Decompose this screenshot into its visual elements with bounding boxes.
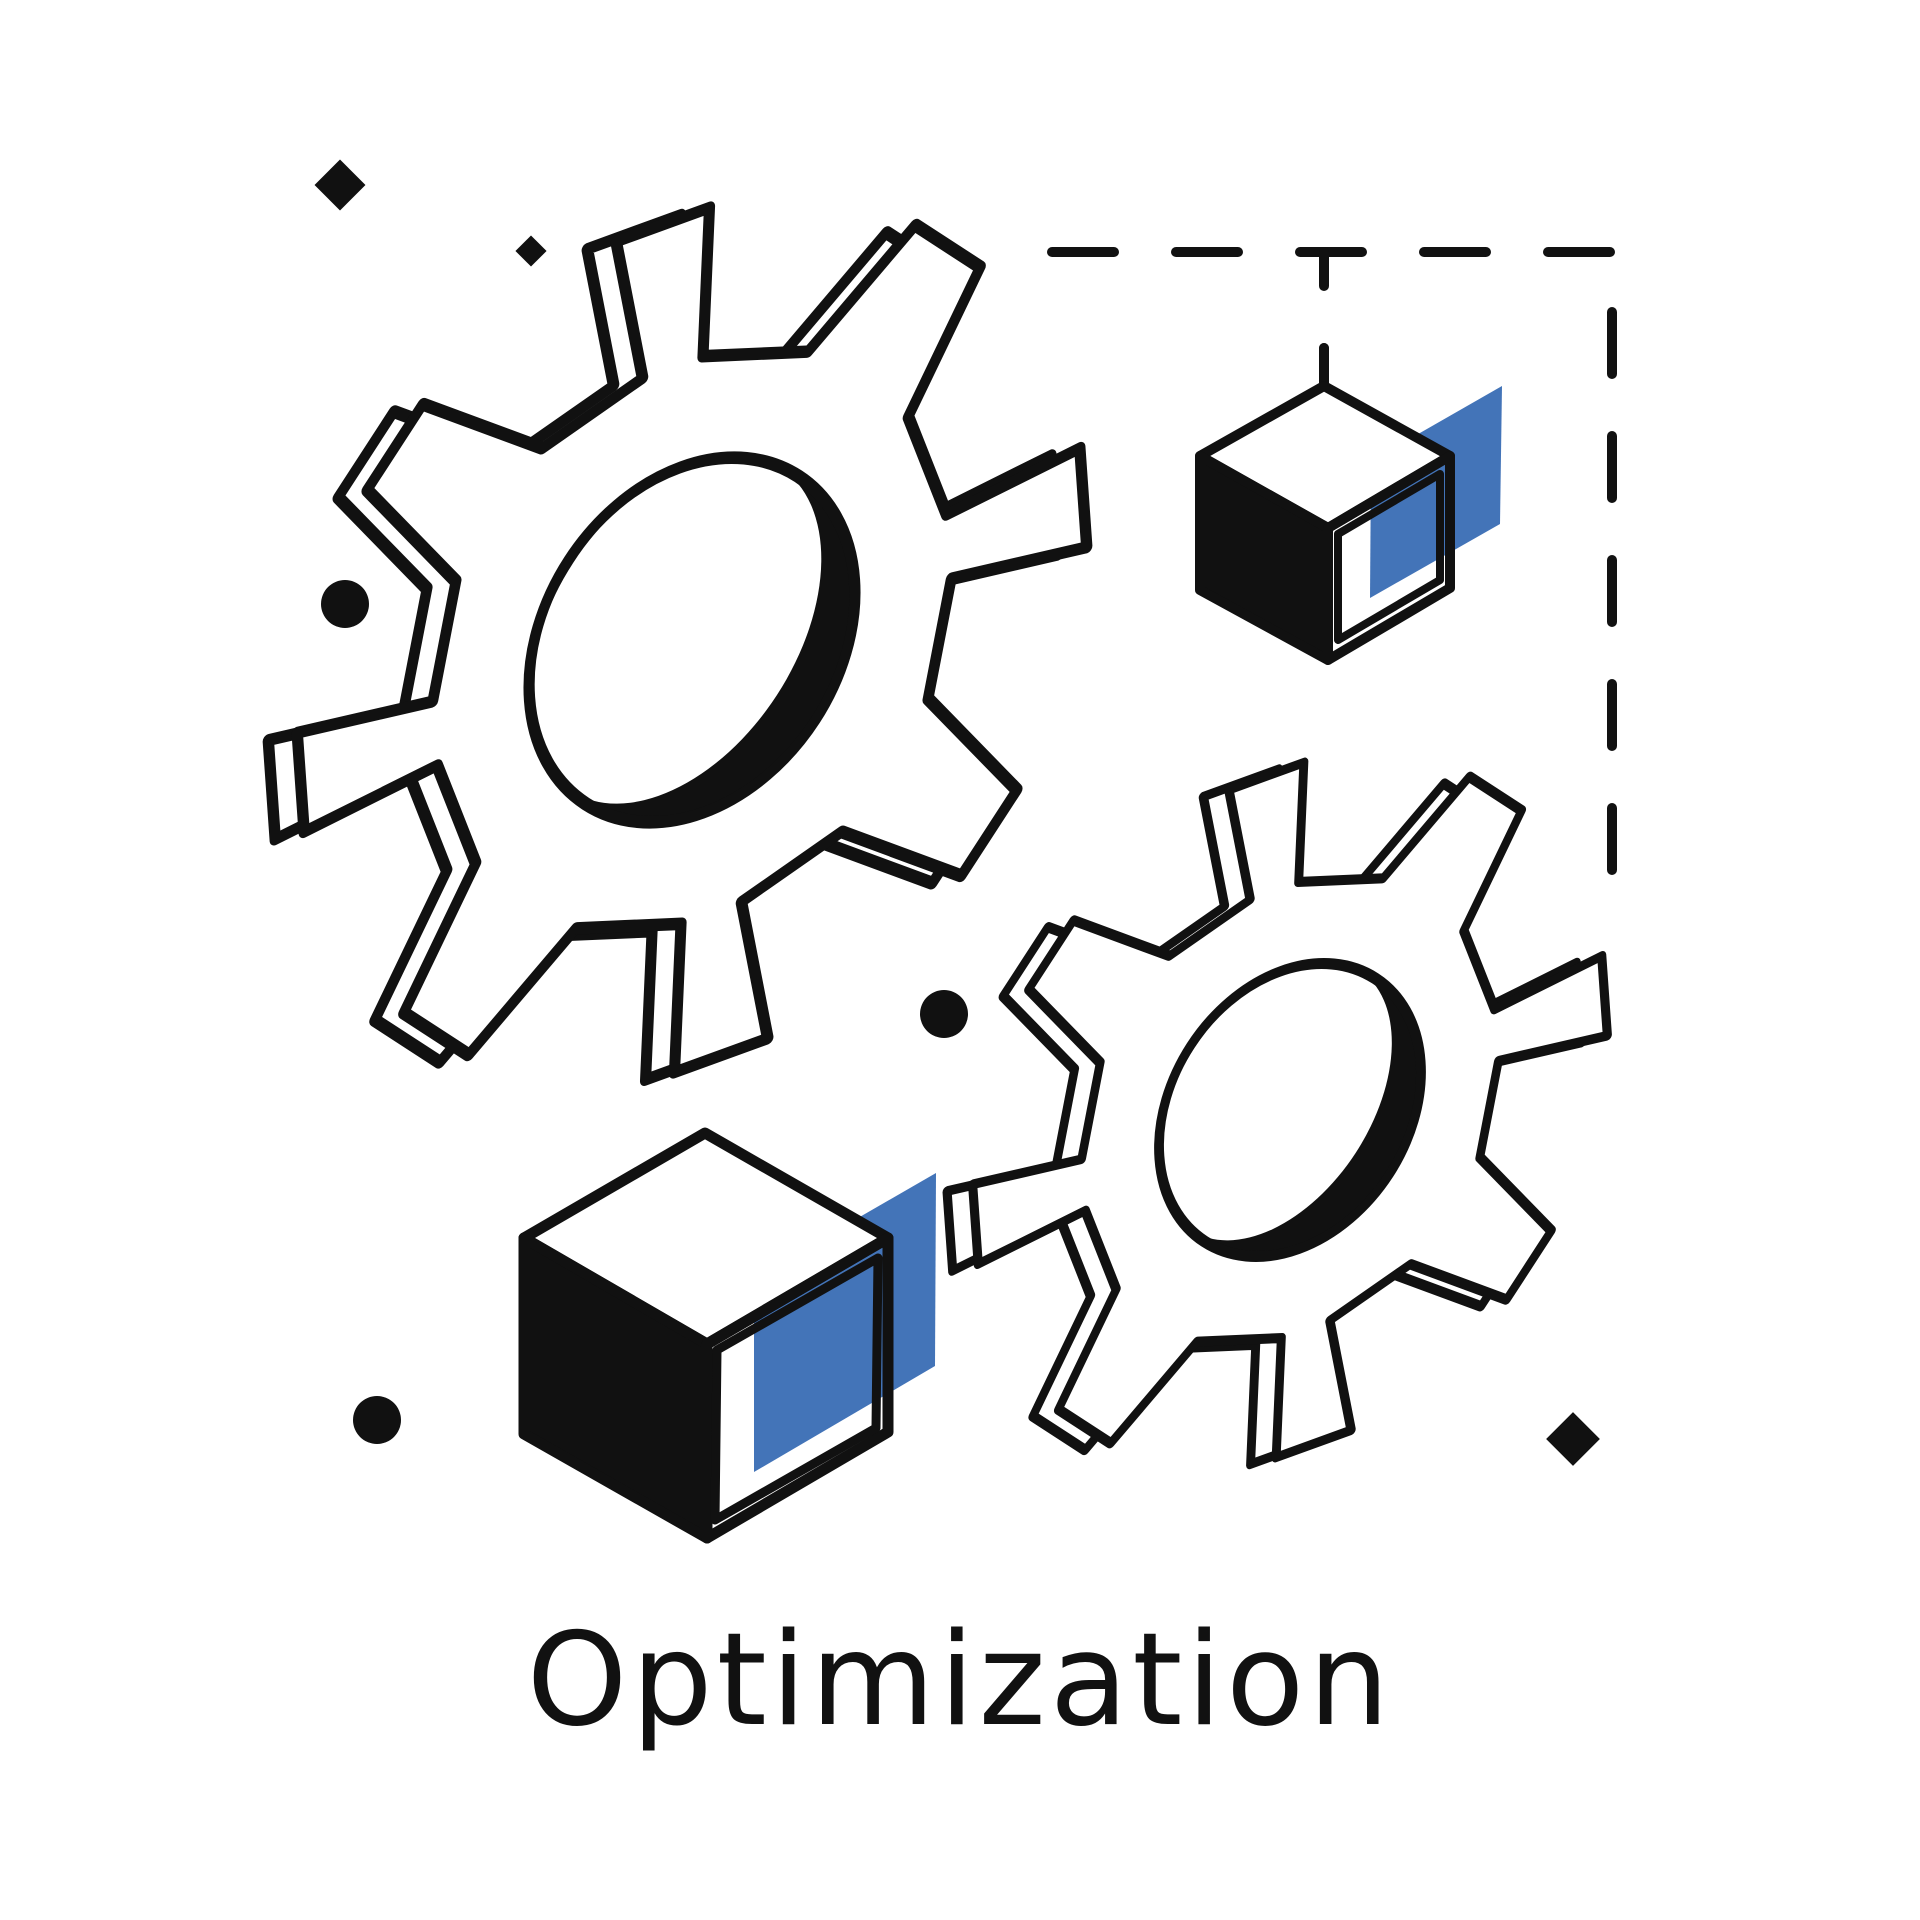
dot-icon xyxy=(353,1396,401,1444)
dot-icon xyxy=(920,990,968,1038)
diamond-icon xyxy=(515,235,547,267)
diamond-icon xyxy=(1546,1412,1600,1466)
gear-small xyxy=(820,629,1734,1598)
gear-large xyxy=(110,42,1245,1245)
page-title: Optimization xyxy=(526,1606,1394,1755)
cube-small xyxy=(1195,343,1502,665)
cube-large xyxy=(518,1127,936,1544)
dot-icon xyxy=(321,580,369,628)
diamond-icon xyxy=(314,159,366,211)
